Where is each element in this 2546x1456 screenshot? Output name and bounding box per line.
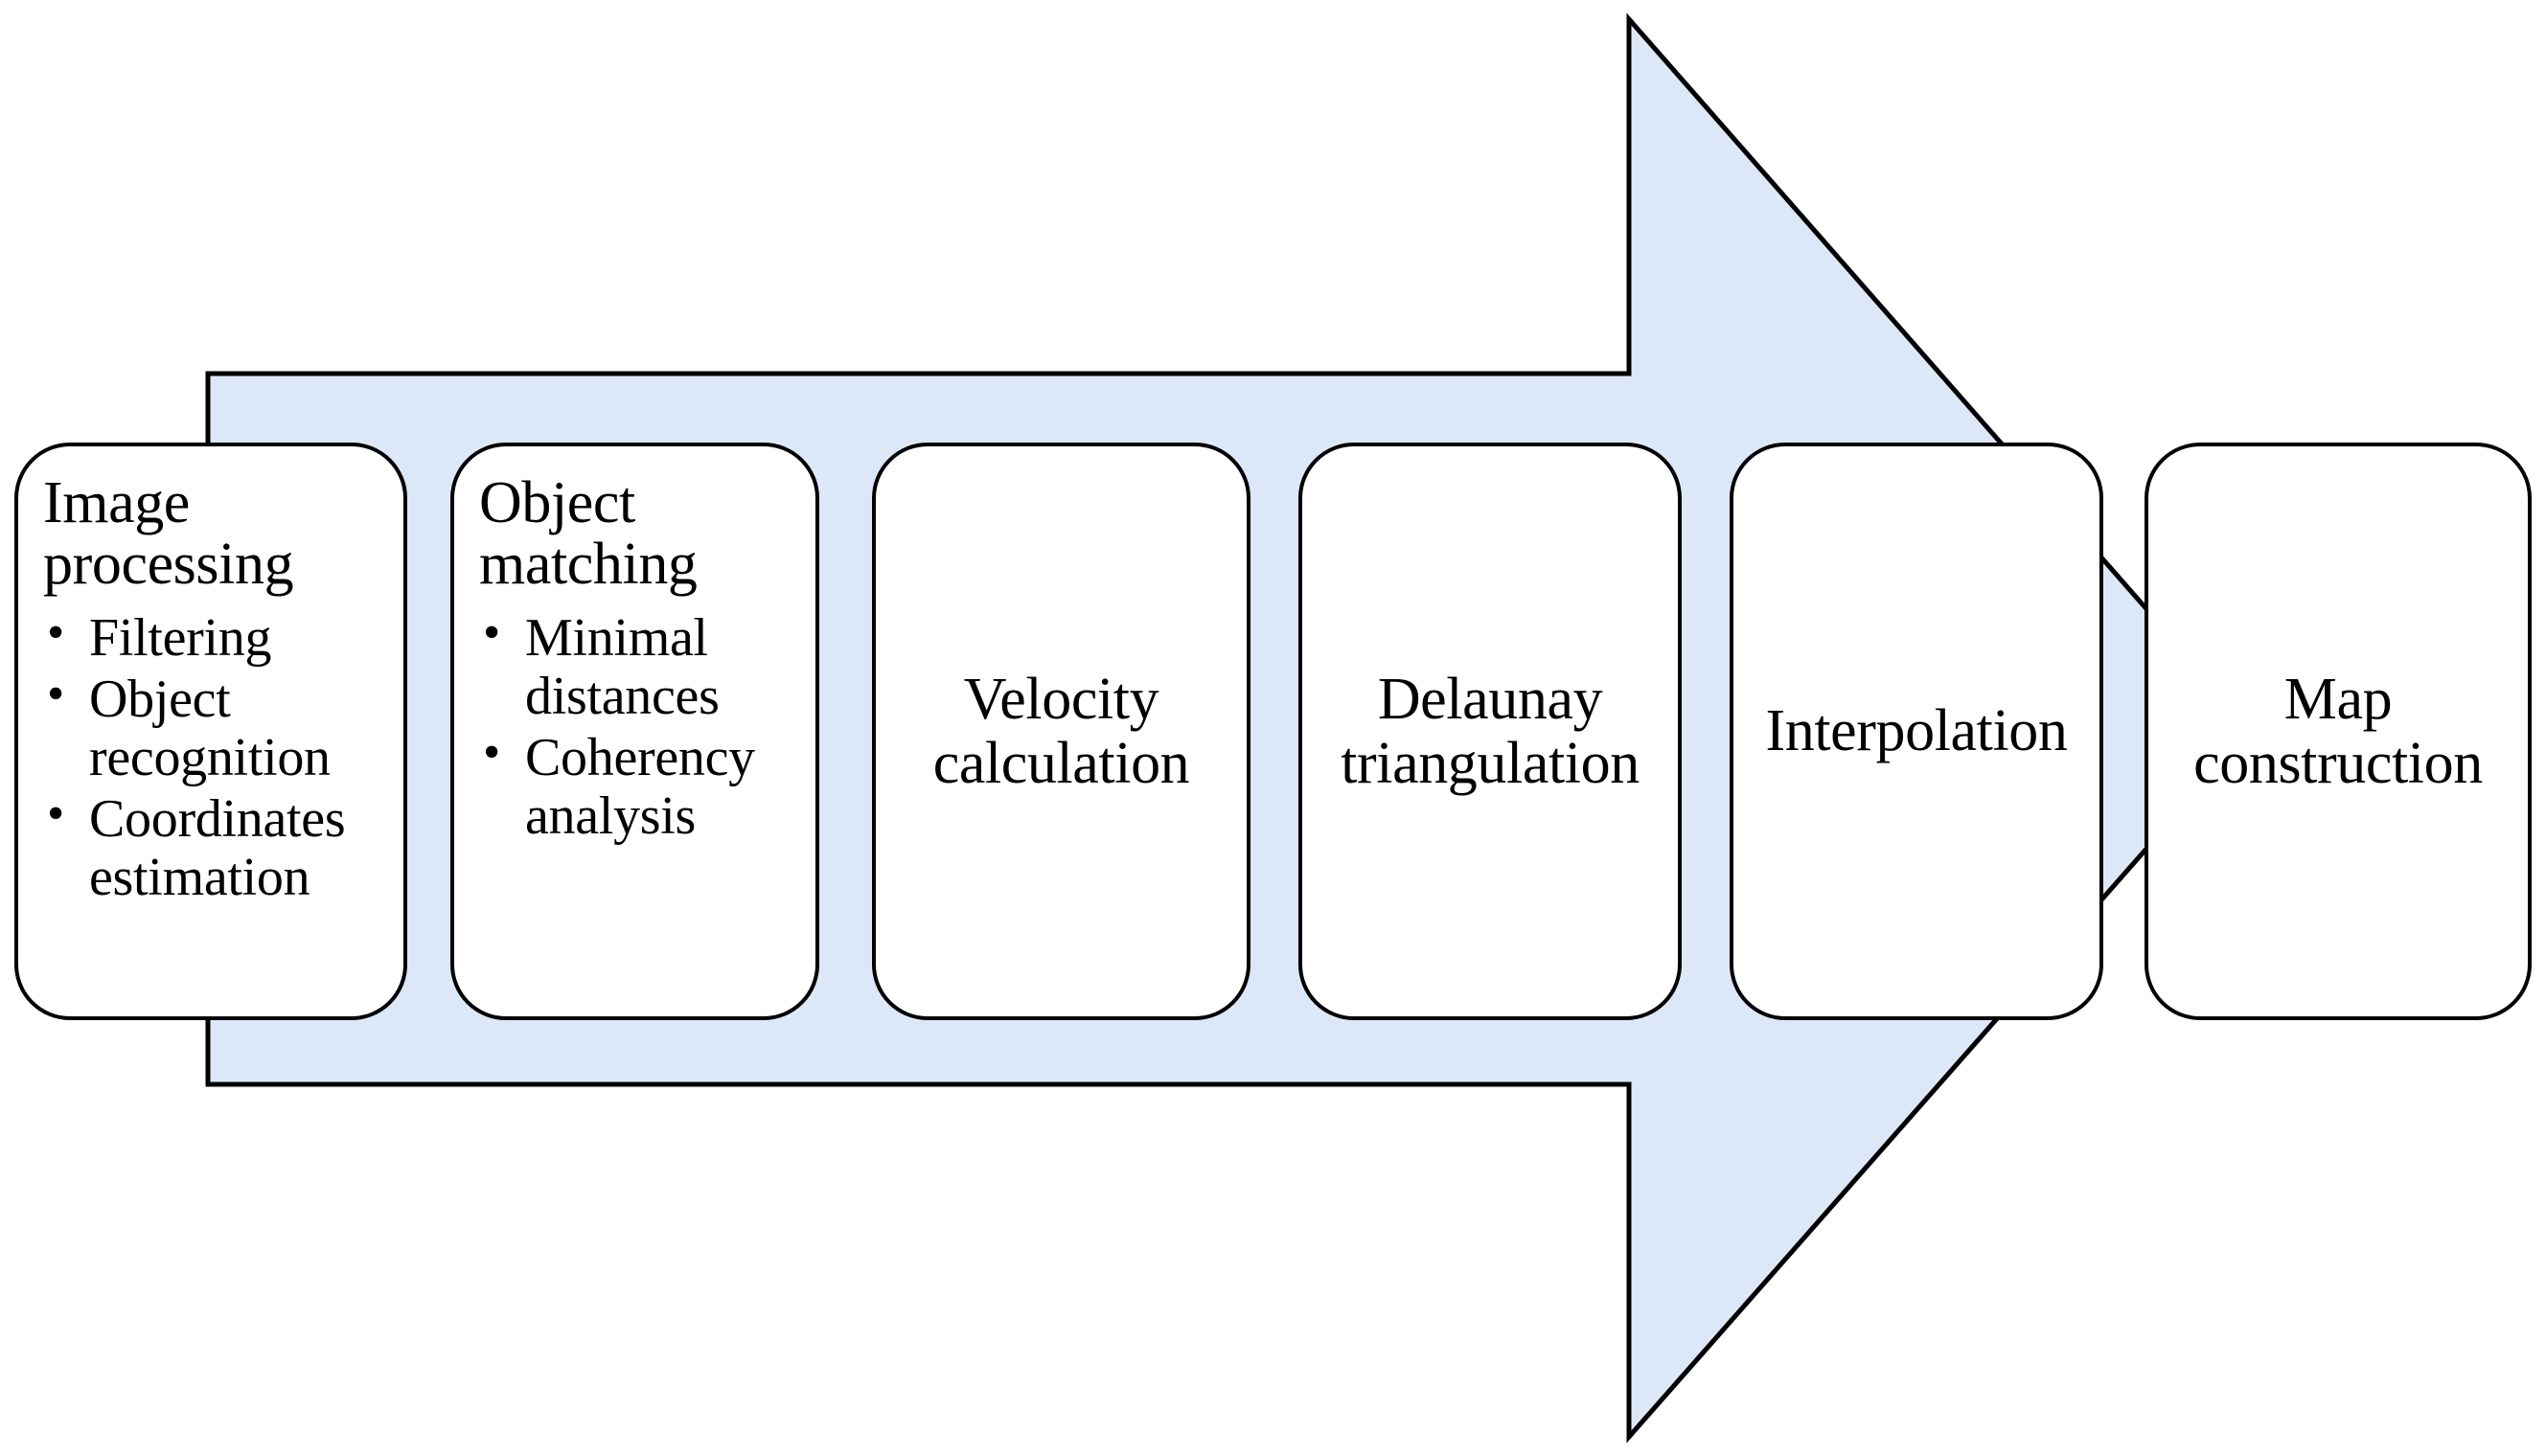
stage-box-content: Velocity calculation xyxy=(876,446,1247,1016)
stage-box-content: Delaunay triangulation xyxy=(1302,446,1678,1016)
stage-box-delaunay-triangulation[interactable]: Delaunay triangulation xyxy=(1298,443,1682,1020)
bullet-item: Coordinates estimation xyxy=(43,787,390,907)
stage-box-content: Object matching Minimal distances Cohere… xyxy=(454,446,815,1016)
bullet-item: Coherency analysis xyxy=(479,726,802,846)
stage-heading: Object matching xyxy=(479,470,698,597)
stage-box-object-matching[interactable]: Object matching Minimal distances Cohere… xyxy=(450,443,819,1020)
bullet-item: Filtering xyxy=(43,606,390,668)
stage-box-interpolation[interactable]: Interpolation xyxy=(1730,443,2103,1020)
stage-box-content: Image processing Filtering Object recogn… xyxy=(18,446,403,1016)
stage-heading: Image processing xyxy=(43,470,294,597)
stage-bullet-list: Minimal distances Coherency analysis xyxy=(479,606,802,849)
stage-box-content: Map construction xyxy=(2148,446,2528,1016)
bullet-item: Object recognition xyxy=(43,668,390,787)
stage-label: Delaunay triangulation xyxy=(1341,667,1640,796)
stage-bullet-list: Filtering Object recognition Coordinates… xyxy=(43,606,390,910)
stage-box-velocity-calculation[interactable]: Velocity calculation xyxy=(872,443,1250,1020)
stage-box-map-construction[interactable]: Map construction xyxy=(2145,443,2532,1020)
bullet-item: Minimal distances xyxy=(479,606,802,726)
stage-label: Map construction xyxy=(2193,667,2483,796)
stage-box-content: Interpolation xyxy=(1733,446,2099,1016)
stage-box-image-processing[interactable]: Image processing Filtering Object recogn… xyxy=(14,443,407,1020)
stage-label: Interpolation xyxy=(1765,698,2068,764)
stage-label: Velocity calculation xyxy=(932,667,1190,796)
